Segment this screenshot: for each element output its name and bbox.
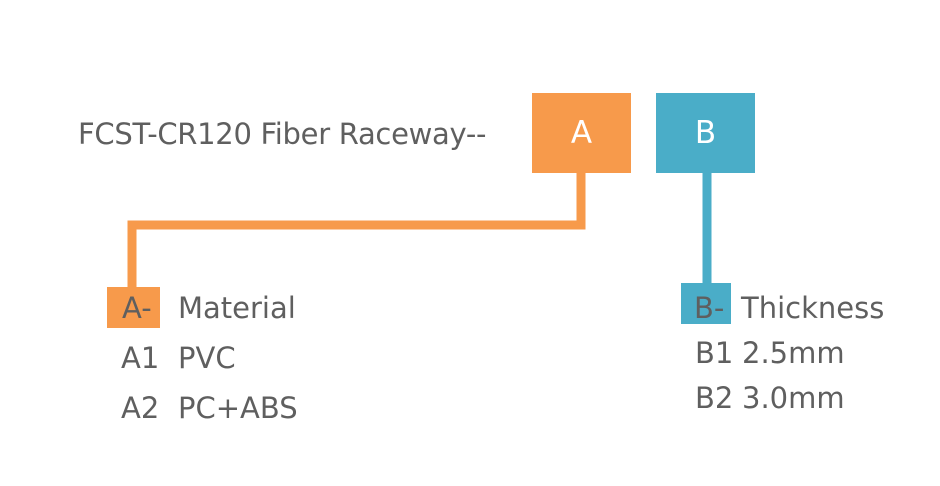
legend-a-label: Material: [178, 291, 296, 325]
legend-tag-b: [681, 283, 731, 324]
legend-b-option-1-value: 2.5mm: [742, 336, 845, 370]
legend-b-label: Thickness: [741, 291, 885, 325]
code-letter-b: B: [694, 115, 717, 151]
legend-b-prefix: B-: [694, 291, 725, 325]
legend-a-option-1-code: A1: [121, 341, 160, 375]
legend-tag-a: [107, 287, 160, 328]
code-box-a: A: [532, 93, 631, 173]
legend-a-option-2-value: PC+ABS: [178, 391, 298, 425]
legend-b-option-1-code: B1: [695, 336, 734, 370]
legend-b-option-2-code: B2: [695, 381, 734, 415]
legend-a-option-2-code: A2: [121, 391, 160, 425]
connector-line-a: [127, 173, 586, 290]
legend-b-option-2-value: 3.0mm: [742, 381, 845, 415]
legend-a-option-1-value: PVC: [178, 341, 236, 375]
code-box-b: B: [656, 93, 755, 173]
code-letter-a: A: [570, 115, 593, 151]
product-title: FCST-CR120 Fiber Raceway--: [78, 117, 487, 151]
legend-a-prefix: A-: [122, 291, 152, 325]
